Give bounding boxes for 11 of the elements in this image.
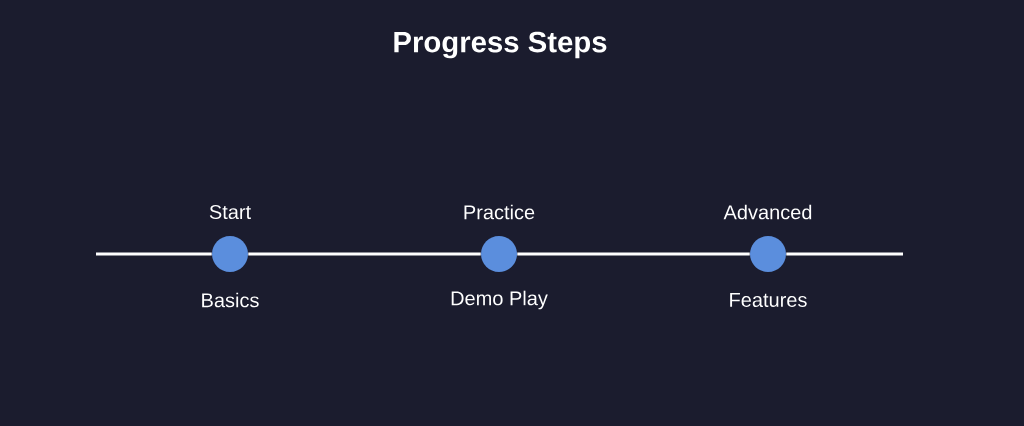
title: Progress Steps xyxy=(394,31,607,59)
step-label: Start xyxy=(209,204,251,220)
step-label: Practice xyxy=(464,204,535,220)
track-line xyxy=(517,252,750,256)
track-line xyxy=(786,252,903,256)
step-label: Advanced xyxy=(723,204,812,220)
step-label: Basics xyxy=(202,292,259,308)
track-line xyxy=(248,252,481,256)
track-line xyxy=(96,252,212,256)
step-label: Demo Play xyxy=(451,290,548,310)
step-label: Features xyxy=(730,293,807,307)
